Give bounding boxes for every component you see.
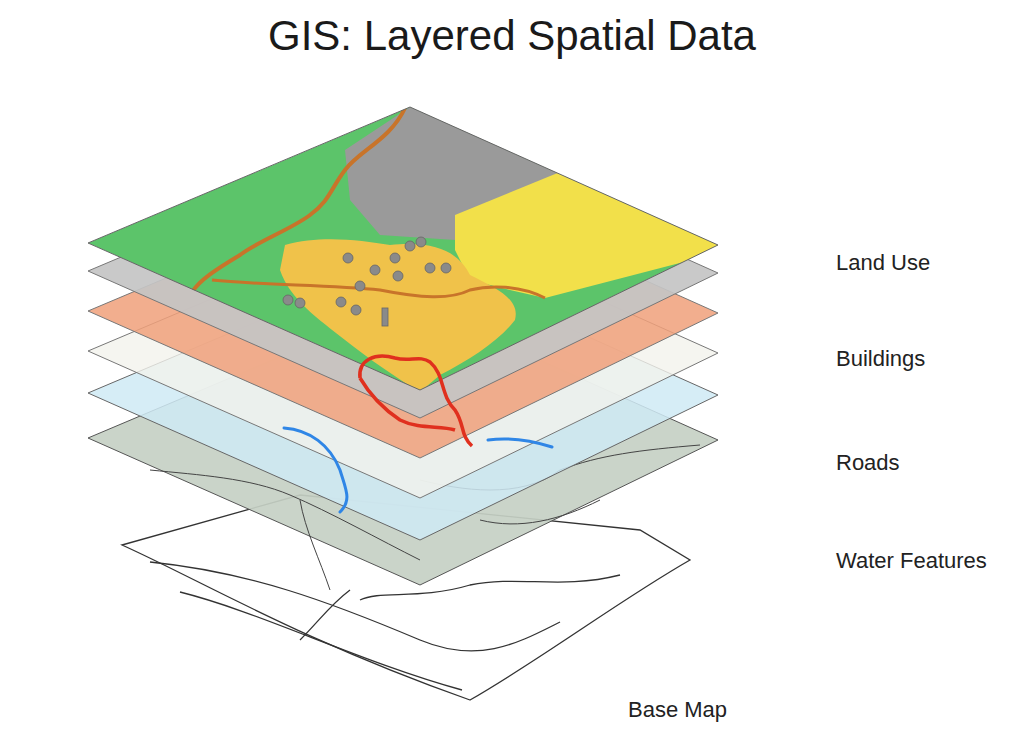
building (393, 271, 403, 281)
river-line (488, 439, 552, 447)
base-map-line (360, 575, 620, 600)
grid-line (300, 500, 330, 590)
building (343, 253, 353, 263)
building (390, 253, 400, 263)
layer-label: Base Map (628, 697, 727, 723)
land-use-outline (88, 107, 718, 390)
building (441, 263, 451, 273)
building (382, 308, 388, 326)
layer-label: Water Features (836, 548, 987, 574)
road-line (212, 280, 545, 298)
base-map-line (300, 590, 350, 640)
building (283, 295, 293, 305)
diagram-title: GIS: Layered Spatial Data (0, 12, 1024, 60)
grid-line (480, 500, 600, 524)
building (355, 281, 365, 291)
boundary-path (360, 356, 472, 446)
building (405, 241, 415, 251)
building (416, 237, 426, 247)
land-use-map (88, 107, 730, 392)
building (370, 265, 380, 275)
building (336, 297, 346, 307)
river-line (284, 428, 347, 512)
building (295, 298, 305, 308)
base-map-line (150, 562, 560, 651)
boundary-path (360, 378, 455, 430)
building (351, 305, 361, 315)
river-lines (284, 428, 552, 512)
road-line (192, 108, 405, 292)
building-dots (283, 237, 451, 326)
building (425, 263, 435, 273)
boundary-line (360, 356, 472, 446)
orange-area (280, 239, 516, 392)
layer-label: Buildings (836, 346, 925, 372)
base-map-line (180, 592, 462, 690)
layer-label: Land Use (836, 250, 930, 276)
layer-label: Roads (836, 450, 900, 476)
yellow-area (455, 172, 730, 298)
